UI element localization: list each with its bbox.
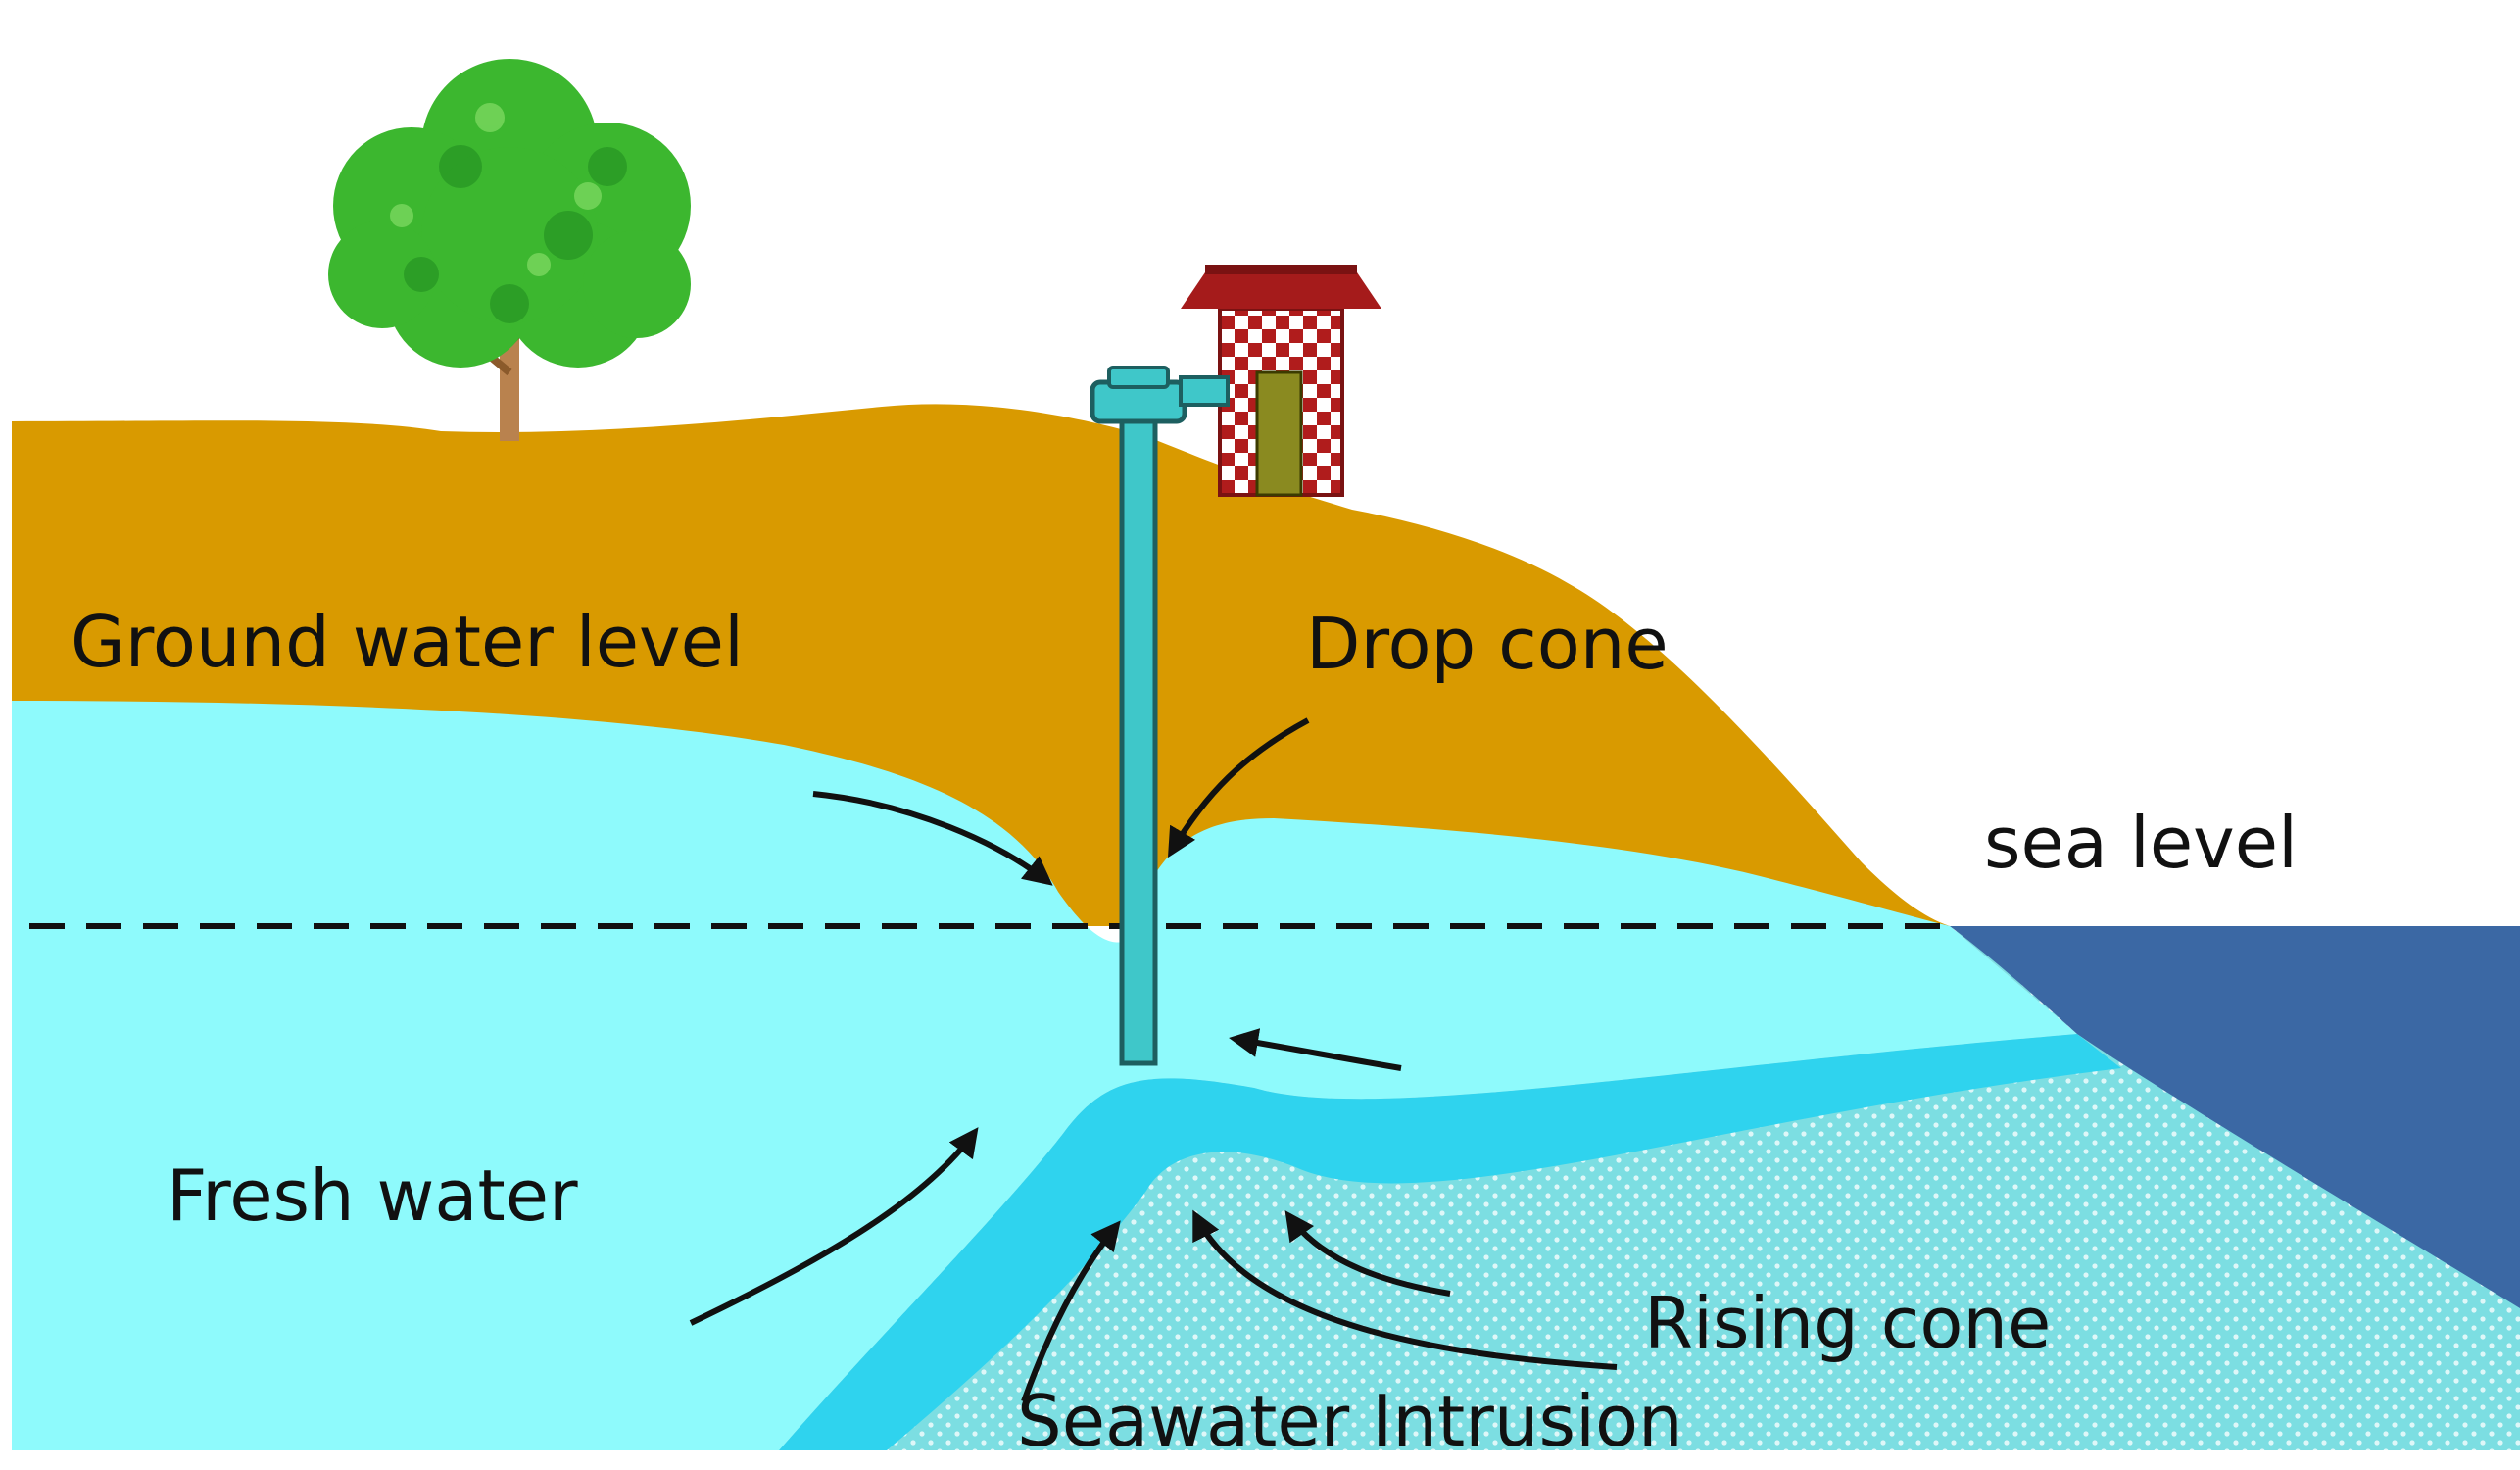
- tree-icon: [328, 59, 691, 441]
- fresh-water-zone: [12, 701, 2077, 1450]
- label-fresh-water: Fresh water: [167, 1154, 578, 1237]
- label-seawater-intrusion: Seawater Intrusion: [1017, 1380, 1683, 1462]
- label-sea-level: sea level: [1984, 802, 2298, 884]
- label-rising-cone: Rising cone: [1644, 1282, 2051, 1364]
- sea: [1950, 926, 2520, 1308]
- arrow-seawater-left: [1021, 1220, 1121, 1403]
- house-icon: [1181, 265, 1381, 497]
- interface-band: [779, 1034, 2121, 1450]
- arrow-freshwater-up: [689, 1127, 979, 1326]
- arrow-freshwater-to-cone: [812, 791, 1053, 886]
- arrow-seawater-right: [1284, 1210, 1451, 1297]
- well-icon: [1090, 366, 1230, 1066]
- arrow-seawater-center: [1192, 1209, 1618, 1370]
- arrow-lateral-inflow: [1229, 1028, 1402, 1071]
- flow-arrows: [689, 717, 1618, 1403]
- arrow-drop-cone-pointer: [1167, 717, 1310, 858]
- label-drop-cone: Drop cone: [1306, 603, 1669, 685]
- label-ground-water-level: Ground water level: [71, 601, 744, 683]
